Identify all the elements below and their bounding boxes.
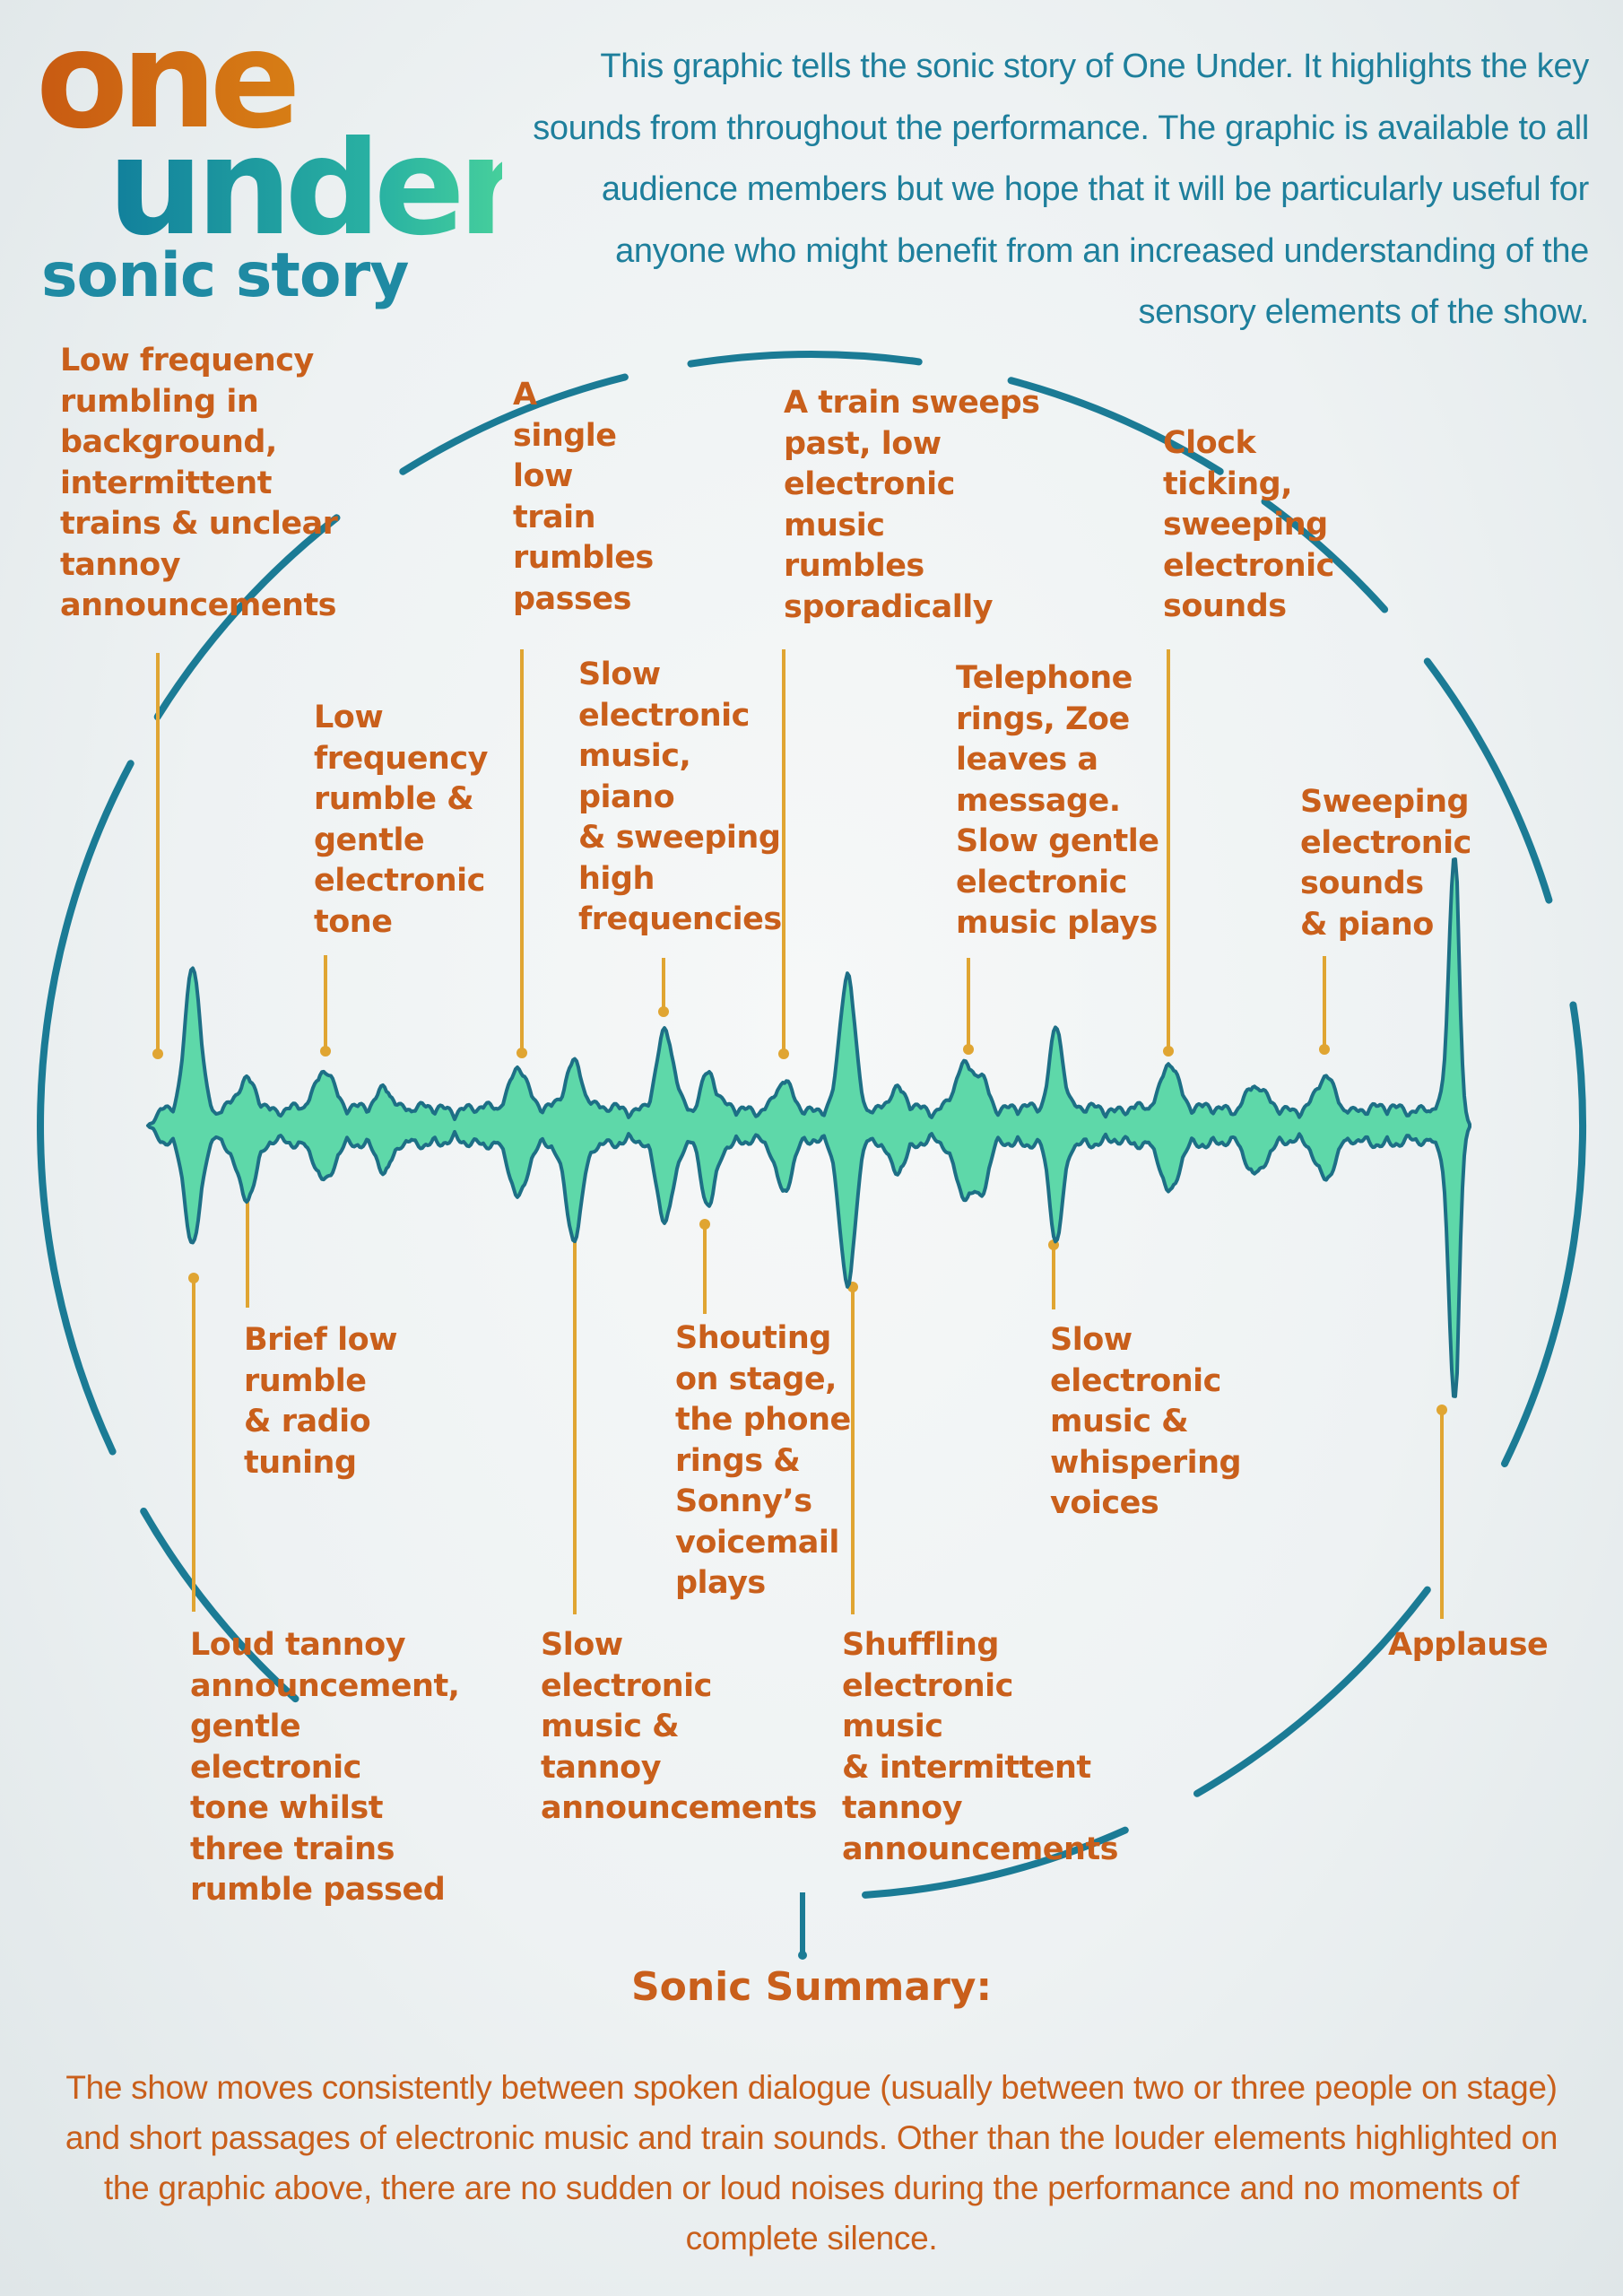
sound-label-7: Clock ticking, sweeping electronic sound…	[1163, 425, 1334, 624]
sound-label-4: Slow electronic music, piano & sweeping …	[578, 657, 782, 937]
logo-sonic-story: sonic story	[41, 240, 409, 311]
circle-arc-5	[1261, 498, 1389, 613]
logo-under: under	[108, 109, 525, 265]
intro-text: This graphic tells the sonic story of On…	[533, 48, 1589, 331]
connector-dot-6	[963, 1044, 974, 1055]
sound-label-11: Slow electronic music & whispering voice…	[1050, 1322, 1242, 1521]
circle-arc-10	[37, 760, 135, 1456]
logo: one under sonic story	[36, 13, 525, 312]
connector-dot-10	[188, 1273, 199, 1283]
sound-waveform	[146, 857, 1471, 1398]
connector-dot-3	[516, 1048, 527, 1058]
sound-label-9: Brief low rumble & radio tuning	[244, 1322, 397, 1481]
circle-arc-6	[1007, 377, 1224, 475]
summary-text: The show moves consistently between spok…	[65, 2069, 1558, 2257]
connector-dot-2	[320, 1046, 331, 1057]
circle-arc-4	[1423, 657, 1553, 904]
summary-title: Sonic Summary:	[630, 1964, 993, 2010]
sound-label-6: Telephone rings, Zoe leaves a message. S…	[956, 660, 1159, 941]
sound-label-13: Slow electronic music & tannoy announcem…	[541, 1627, 818, 1826]
connector-dot-5	[778, 1048, 789, 1059]
sound-label-14: Shuffling electronic music & intermitten…	[842, 1627, 1119, 1867]
connector-dot-7	[1163, 1046, 1174, 1057]
connector-dot-12	[699, 1219, 710, 1230]
circle-outline	[37, 351, 1586, 1960]
circle-bottom-dot	[798, 1951, 807, 1960]
circle-arc-7	[687, 351, 923, 368]
connector-dot-4	[658, 1006, 669, 1017]
connector-dot-15	[1436, 1405, 1447, 1415]
connector-dot-8	[1319, 1044, 1330, 1055]
circle-arc-3	[1501, 1001, 1586, 1467]
circle-arc-11	[140, 1508, 299, 1703]
circle-arc-8	[399, 373, 629, 475]
sound-label-8: Sweeping electronic sounds & piano	[1300, 784, 1471, 943]
logo-one: one	[36, 13, 502, 148]
sound-label-10: Shouting on stage, the phone rings & Son…	[675, 1320, 851, 1601]
sound-label-1: Low frequency rumbling in background, in…	[60, 343, 338, 623]
sound-label-3: A single low train rumbles passes	[513, 377, 654, 617]
connector-dot-1	[152, 1048, 163, 1059]
sound-label-15: Applause	[1388, 1627, 1549, 1663]
circle-arc-2	[1193, 1586, 1431, 1797]
sound-label-12: Loud tannoy announcement, gentle electro…	[190, 1627, 460, 1908]
circle-arc-9	[153, 514, 341, 721]
circle-arc-1	[862, 1826, 1129, 1899]
sound-label-2: Low frequency rumble & gentle electronic…	[314, 700, 488, 940]
sound-label-5: A train sweeps past, low electronic musi…	[784, 385, 1040, 625]
